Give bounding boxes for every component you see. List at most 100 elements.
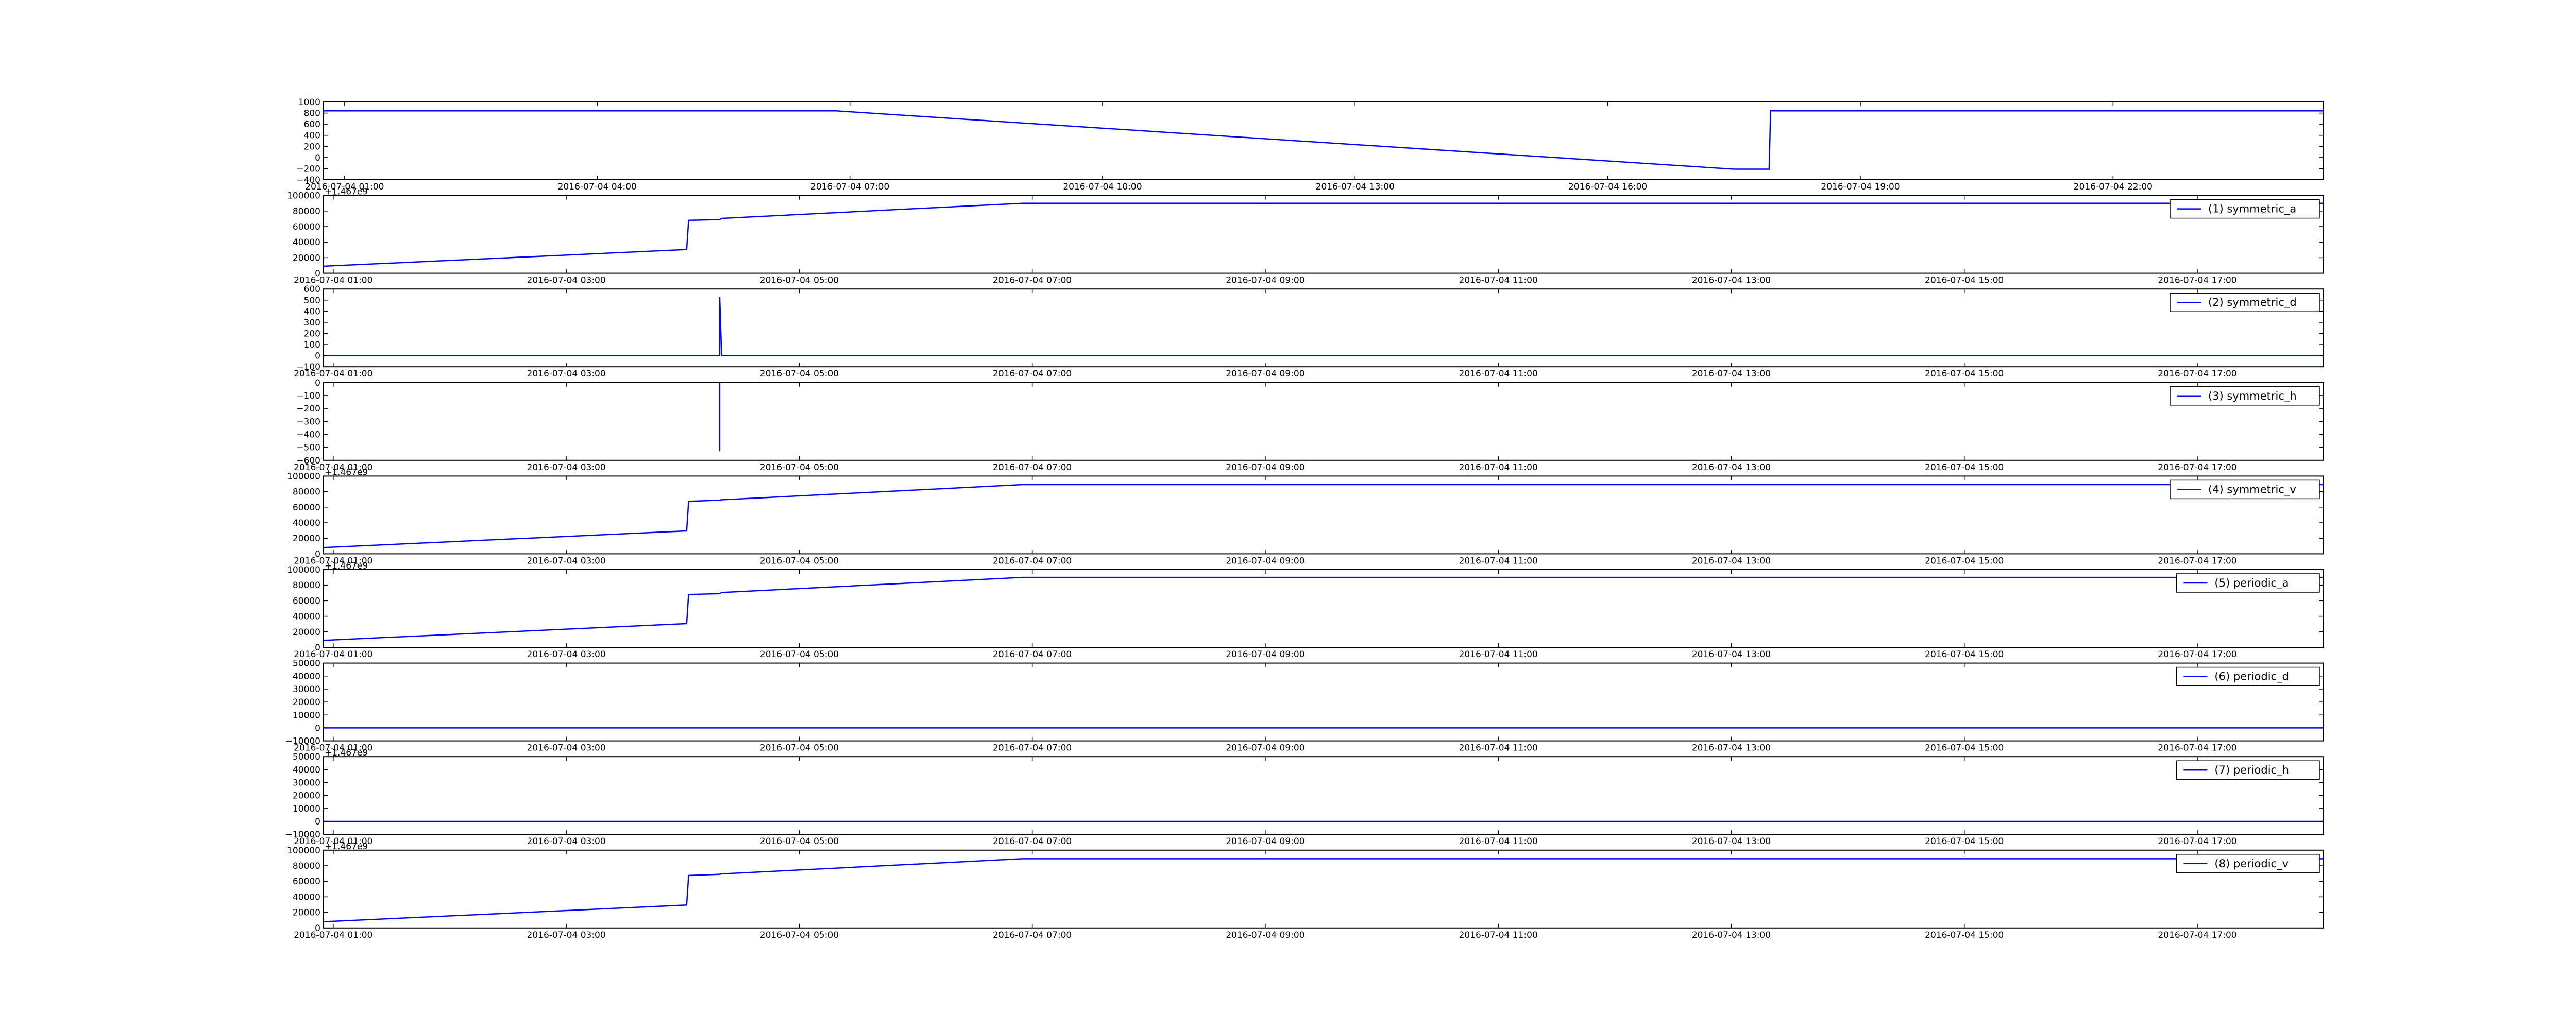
x-tick-label: 2016-07-04 05:00 [760,836,839,847]
y-tick-label: 0 [315,723,320,733]
x-tick-label: 2016-07-04 07:00 [810,182,889,192]
legend: (5) periodic_a [2176,573,2320,593]
legend: (4) symmetric_v [2170,479,2320,500]
x-tick-label: 2016-07-04 11:00 [1459,462,1538,473]
axis-offset-label: +1.467e9 [325,748,368,758]
legend-label: (1) symmetric_a [2208,203,2296,216]
y-tick-label: 30000 [293,778,320,788]
x-tick-label: 2016-07-04 07:00 [993,462,1072,473]
y-tick-label: 60000 [293,503,320,513]
y-tick-label: 400 [304,306,320,317]
x-tick-label: 2016-07-04 15:00 [1925,743,2004,753]
axes-frame [323,475,2324,555]
x-tick-label: 2016-07-04 05:00 [760,276,839,286]
x-tick-label: 2016-07-04 07:00 [993,836,1072,847]
y-tick-label: −600 [296,456,320,466]
x-tick-label: 2016-07-04 17:00 [2158,276,2236,286]
y-tick-label: 100000 [287,191,320,201]
y-tick-label: 40000 [293,612,320,622]
x-tick-label: 2016-07-04 15:00 [1925,556,2004,566]
y-tick-label: −10000 [285,830,320,840]
x-tick-label: 2016-07-04 04:00 [558,182,637,192]
y-tick-label: 40000 [293,765,320,775]
series-line-5-1 [324,484,2324,548]
axes-frame [323,849,2324,929]
x-tick-label: 2016-07-04 16:00 [1568,182,1647,192]
y-tick-label: 10000 [293,710,320,720]
x-tick-label: 2016-07-04 01:00 [294,930,372,940]
y-tick-label: 0 [315,817,320,827]
y-tick-label: 500 [304,296,320,306]
y-tick-label: −300 [296,417,320,427]
x-tick-label: 2016-07-04 01:00 [294,743,372,753]
x-tick-label: 2016-07-04 15:00 [1925,369,2004,379]
y-tick-label: 50000 [293,752,320,762]
x-tick-label: 2016-07-04 11:00 [1459,276,1538,286]
series-line-3-1 [324,297,2324,356]
legend: (1) symmetric_a [2170,199,2320,219]
y-tick-label: 20000 [293,791,320,801]
y-tick-label: 60000 [293,596,320,606]
x-tick-label: 2016-07-04 15:00 [1925,462,2004,473]
x-tick-label: 2016-07-04 03:00 [527,276,606,286]
y-tick-label: 200 [304,329,320,339]
x-tick-label: 2016-07-04 13:00 [1692,743,1771,753]
y-tick-label: 80000 [293,580,320,591]
y-tick-label: 40000 [293,237,320,248]
legend-label: (2) symmetric_d [2208,296,2297,309]
series-line-2-1 [324,202,2324,267]
axes-frame [323,195,2324,274]
x-tick-label: 2016-07-04 13:00 [1316,182,1395,192]
y-tick-label: 1000 [298,97,320,108]
y-tick-label: −500 [296,443,320,453]
x-tick-label: 2016-07-04 11:00 [1459,369,1538,379]
x-tick-label: 2016-07-04 05:00 [760,369,839,379]
series-line-9-1 [324,858,2324,922]
x-tick-label: 2016-07-04 17:00 [2158,462,2236,473]
y-tick-label: 20000 [293,534,320,544]
x-tick-label: 2016-07-04 07:00 [993,369,1072,379]
x-tick-label: 2016-07-04 13:00 [1692,930,1771,940]
x-tick-label: 2016-07-04 11:00 [1459,649,1538,660]
x-tick-label: 2016-07-04 01:00 [294,369,372,379]
y-tick-label: −100 [296,362,320,372]
x-tick-label: 2016-07-04 11:00 [1459,836,1538,847]
x-tick-label: 2016-07-04 13:00 [1692,836,1771,847]
x-tick-label: 2016-07-04 17:00 [2158,369,2236,379]
x-tick-label: 2016-07-04 09:00 [1226,276,1304,286]
x-tick-label: 2016-07-04 10:00 [1063,182,1142,192]
y-tick-label: 80000 [293,207,320,217]
series-line-1-1 [324,110,2324,170]
axes-frame [323,662,2324,742]
y-tick-label: 80000 [293,487,320,497]
x-tick-label: 2016-07-04 03:00 [527,836,606,847]
x-tick-label: 2016-07-04 01:00 [294,276,372,286]
x-tick-label: 2016-07-04 13:00 [1692,556,1771,566]
x-tick-label: 2016-07-04 11:00 [1459,556,1538,566]
y-tick-label: 20000 [293,627,320,638]
y-tick-label: 60000 [293,877,320,887]
y-tick-label: 0 [315,351,320,362]
y-tick-label: 40000 [293,892,320,902]
x-tick-label: 2016-07-04 13:00 [1692,369,1771,379]
y-tick-label: 600 [304,284,320,295]
y-tick-label: 20000 [293,253,320,263]
axes-frame [323,101,2324,180]
y-tick-label: 30000 [293,684,320,695]
y-tick-label: −400 [296,175,320,185]
axis-offset-label: +1.467e9 [325,467,368,477]
x-tick-label: 2016-07-04 13:00 [1692,462,1771,473]
x-tick-label: 2016-07-04 03:00 [527,369,606,379]
x-tick-label: 2016-07-04 15:00 [1925,836,2004,847]
x-tick-label: 2016-07-04 01:00 [294,462,372,473]
x-tick-label: 2016-07-04 03:00 [527,743,606,753]
y-tick-label: 20000 [293,908,320,918]
legend-label: (4) symmetric_v [2208,483,2296,496]
x-tick-label: 2016-07-04 17:00 [2158,556,2236,566]
x-tick-label: 2016-07-04 01:00 [294,649,372,660]
y-tick-label: 10000 [293,804,320,814]
x-tick-label: 2016-07-04 07:00 [993,556,1072,566]
x-tick-label: 2016-07-04 07:00 [993,930,1072,940]
